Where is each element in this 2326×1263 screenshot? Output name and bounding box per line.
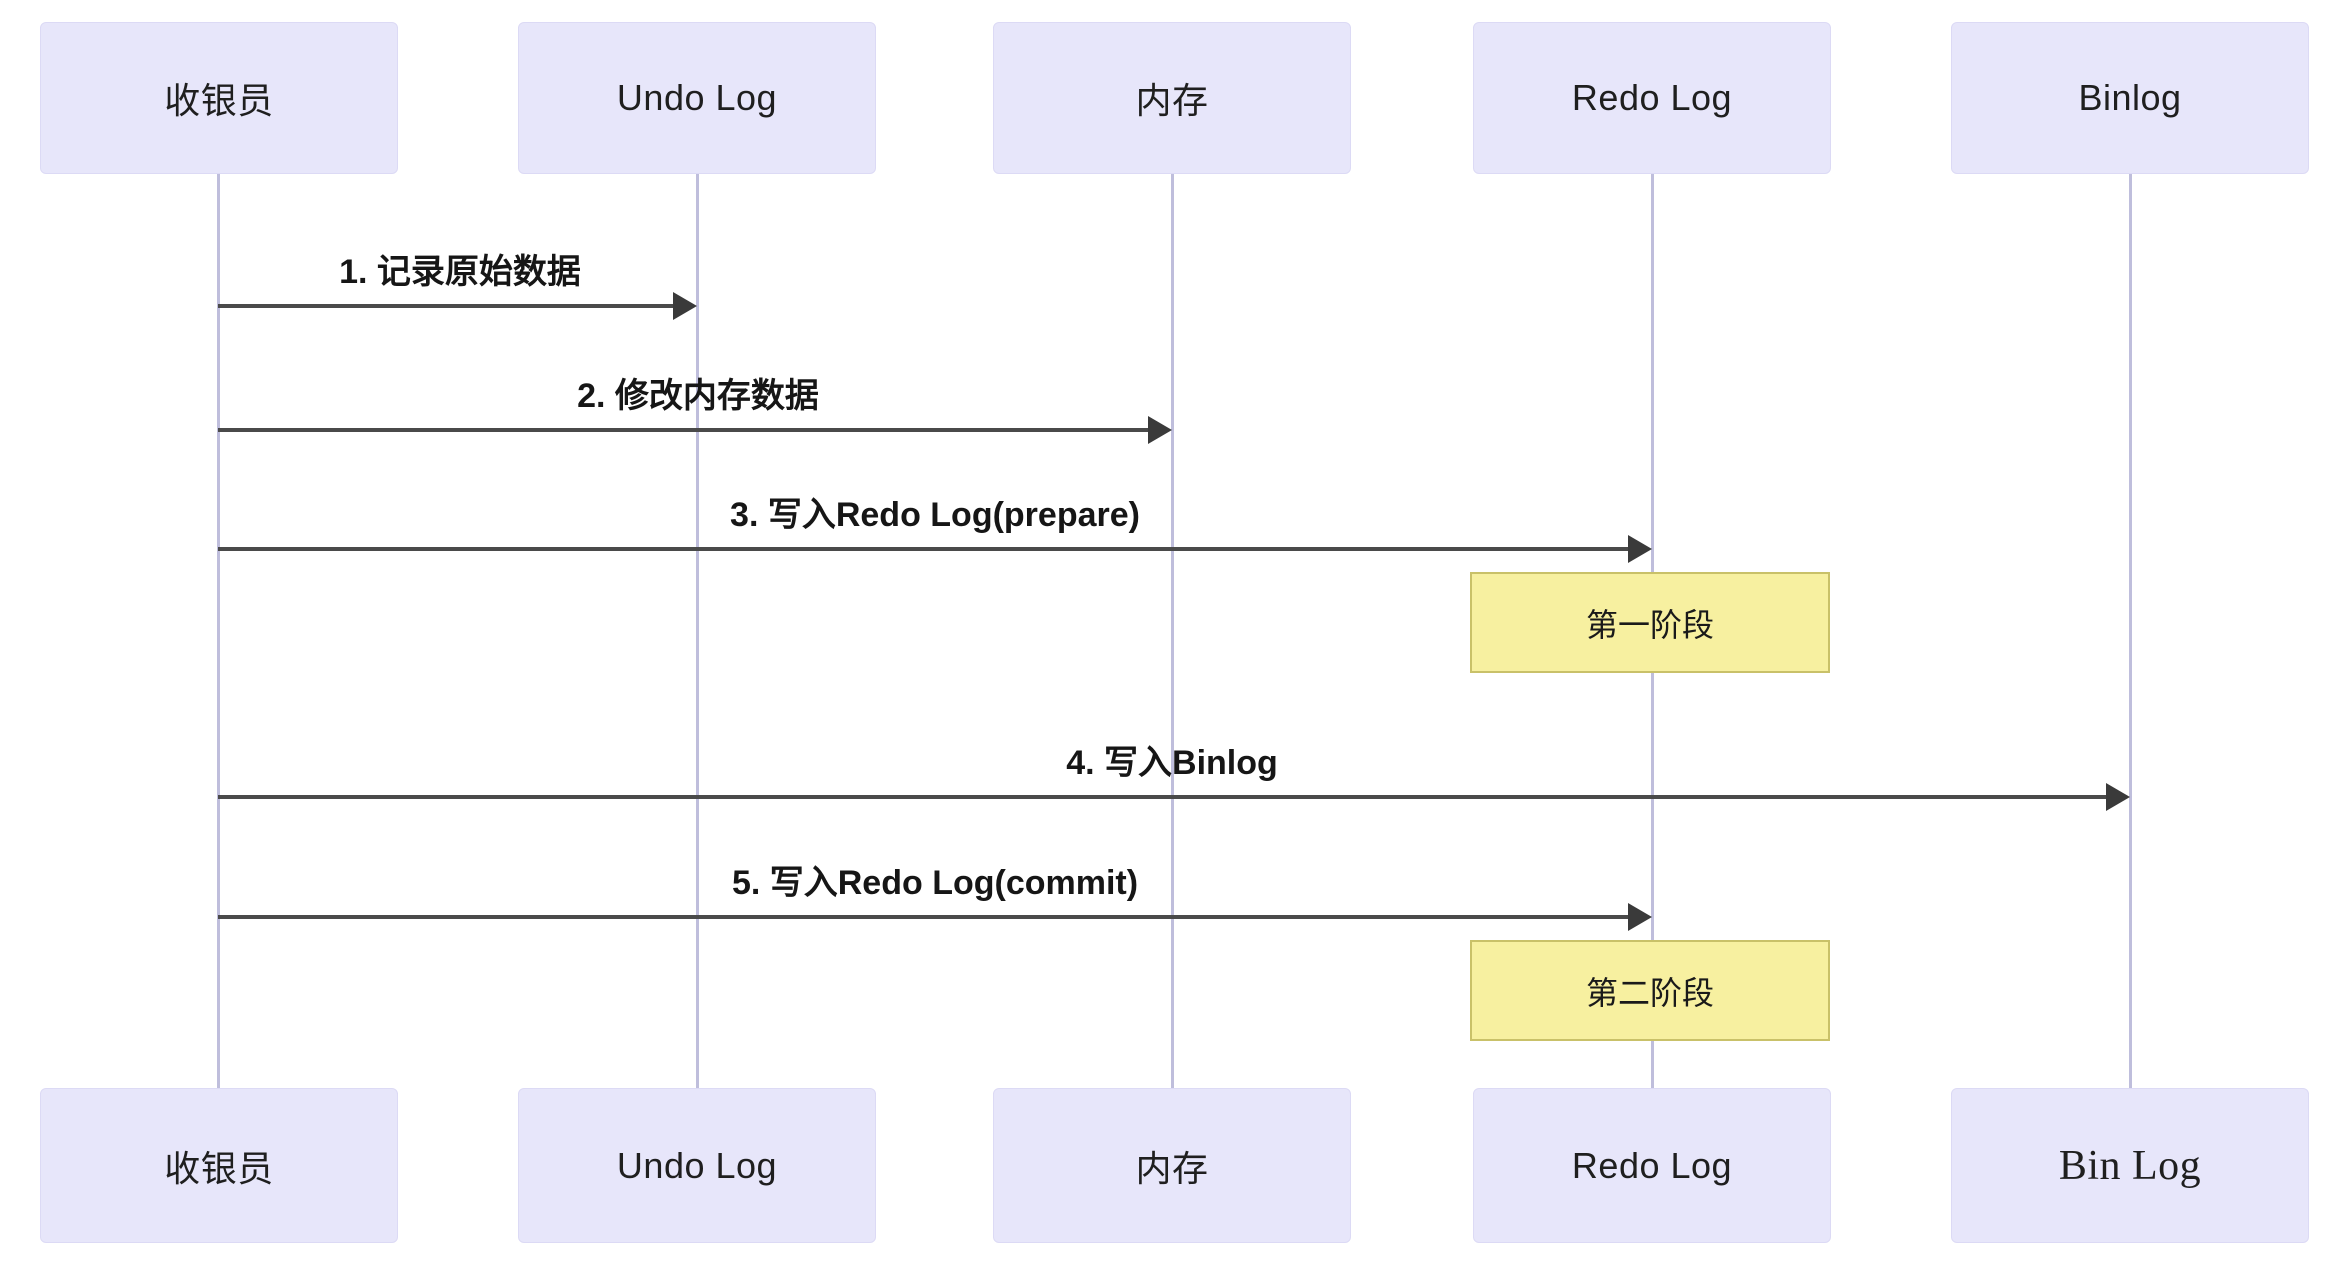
- participant-footer-redolog[interactable]: Redo Log: [1473, 1088, 1831, 1243]
- participant-header-memory[interactable]: 内存: [993, 22, 1351, 174]
- message-line-1: [218, 304, 675, 308]
- participant-label: 内存: [1135, 1147, 1209, 1189]
- lifeline-binlog: [2129, 174, 2132, 1088]
- participant-footer-binlog[interactable]: Bin Log: [1951, 1088, 2309, 1243]
- message-line-3: [218, 547, 1630, 551]
- note-phase-one[interactable]: 第一阶段: [1470, 572, 1830, 673]
- participant-footer-undolog[interactable]: Undo Log: [518, 1088, 876, 1243]
- note-label: 第二阶段: [1585, 974, 1714, 1011]
- lifeline-memory: [1171, 174, 1174, 1088]
- message-arrowhead-icon-2: [1148, 416, 1172, 444]
- participant-label: 收银员: [164, 1147, 274, 1189]
- participant-header-undolog[interactable]: Undo Log: [518, 22, 876, 174]
- lifeline-cashier: [217, 174, 220, 1088]
- participant-label: 收银员: [164, 80, 274, 121]
- message-label-2: 2. 修改内存数据: [577, 377, 819, 415]
- participant-label: Redo Log: [1571, 1144, 1733, 1186]
- message-line-5: [218, 915, 1630, 919]
- participant-label: 内存: [1135, 80, 1209, 121]
- message-arrowhead-icon-1: [673, 292, 697, 320]
- participant-header-cashier[interactable]: 收银员: [40, 22, 398, 174]
- participant-label: Undo Log: [616, 77, 778, 118]
- participant-label: Bin Log: [2058, 1142, 2202, 1189]
- message-arrowhead-icon-5: [1628, 903, 1652, 931]
- message-label-1: 1. 记录原始数据: [339, 253, 581, 291]
- participant-label: Redo Log: [1571, 77, 1733, 118]
- participant-footer-memory[interactable]: 内存: [993, 1088, 1351, 1243]
- lifeline-undolog: [696, 174, 699, 1088]
- message-arrowhead-icon-4: [2106, 783, 2130, 811]
- note-label: 第一阶段: [1585, 606, 1714, 643]
- message-arrowhead-icon-3: [1628, 535, 1652, 563]
- participant-footer-cashier[interactable]: 收银员: [40, 1088, 398, 1243]
- participant-label: Binlog: [2078, 77, 2182, 118]
- message-label-4: 4. 写入Binlog: [1066, 744, 1278, 782]
- message-label-5: 5. 写入Redo Log(commit): [731, 864, 1139, 902]
- message-line-4: [218, 795, 2108, 799]
- message-label-3: 3. 写入Redo Log(prepare): [730, 496, 1140, 534]
- participant-header-binlog[interactable]: Binlog: [1951, 22, 2309, 174]
- note-phase-two[interactable]: 第二阶段: [1470, 940, 1830, 1041]
- participant-header-redolog[interactable]: Redo Log: [1473, 22, 1831, 174]
- message-line-2: [218, 428, 1150, 432]
- participant-label: Undo Log: [616, 1144, 778, 1186]
